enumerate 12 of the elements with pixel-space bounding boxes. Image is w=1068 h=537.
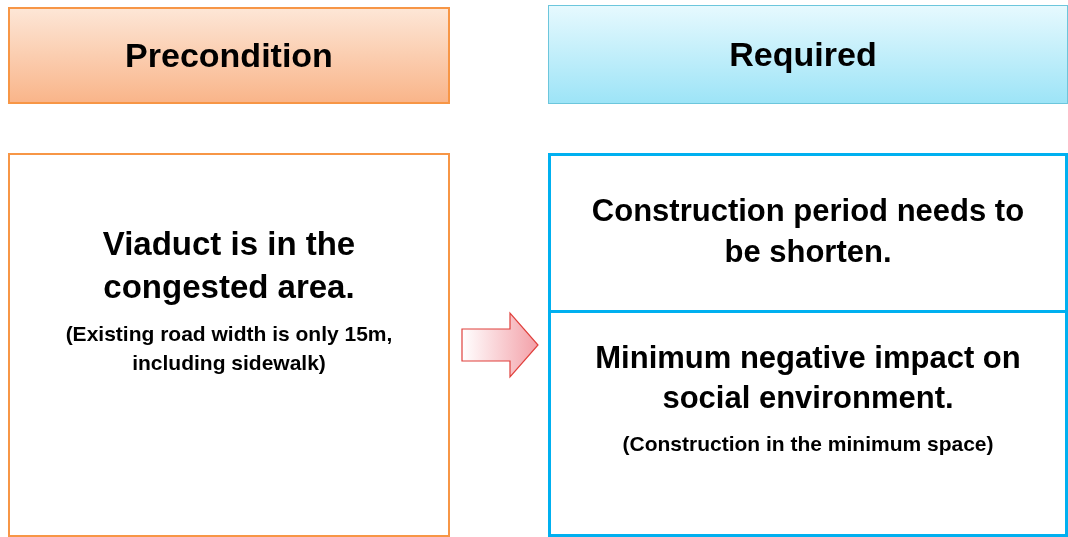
main-text: Minimum negative impact on social environment.: [594, 339, 1022, 418]
header-box: [548, 5, 1068, 104]
header-text: Precondition: [125, 35, 333, 77]
header-text: Required: [729, 34, 877, 76]
main-text: Viaduct is in the congested area.: [101, 223, 357, 307]
header-box: [8, 7, 450, 104]
main-text: Construction period needs to be shorten.: [590, 192, 1026, 271]
content-box: [8, 153, 450, 537]
block-arrow: [461, 311, 539, 379]
content-box: [548, 153, 1068, 537]
note-text: (Existing road width is only 15m, including sidewalk): [64, 320, 394, 376]
note-text: (Construction in the minimum space): [622, 430, 994, 457]
